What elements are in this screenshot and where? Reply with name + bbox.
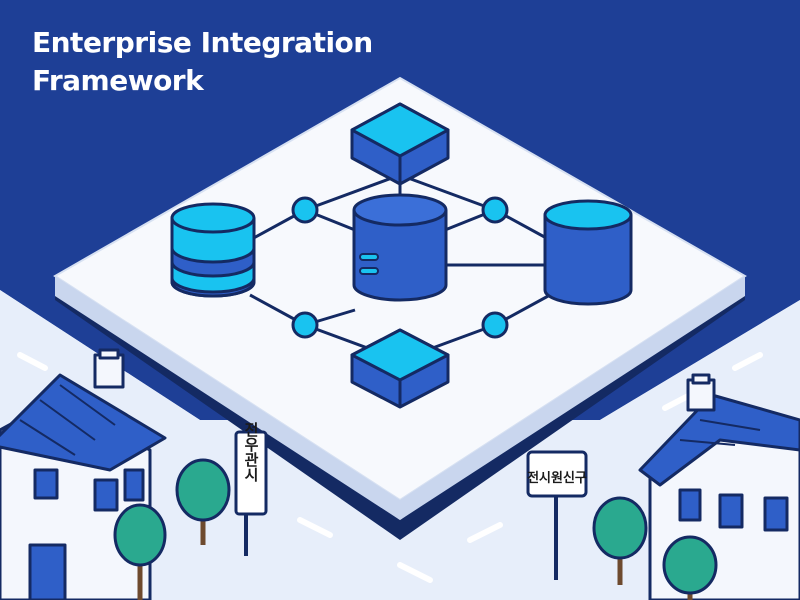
- sign-right: [526, 450, 588, 580]
- database-icon: [170, 202, 256, 298]
- page-title: Enterprise Integration Framework: [32, 24, 373, 100]
- tree-right: [592, 496, 718, 600]
- tree-left: [113, 458, 231, 600]
- sign-left-label: 전우관시: [242, 422, 260, 482]
- sign-right-label: 전시원신구: [527, 470, 587, 486]
- junction-dot: [291, 196, 319, 224]
- junction-dot: [481, 311, 509, 339]
- junction-dot: [481, 196, 509, 224]
- sign-left: [234, 430, 268, 556]
- cube-icon: [350, 328, 450, 409]
- junction-dot: [291, 311, 319, 339]
- junction-dots: [291, 196, 509, 339]
- cube-icon: [350, 102, 450, 186]
- title-line-2: Framework: [32, 64, 204, 97]
- road-markings: [17, 352, 763, 583]
- database-icon: [543, 199, 633, 306]
- database-server-icon: [352, 193, 448, 302]
- title-line-1: Enterprise Integration: [32, 26, 373, 59]
